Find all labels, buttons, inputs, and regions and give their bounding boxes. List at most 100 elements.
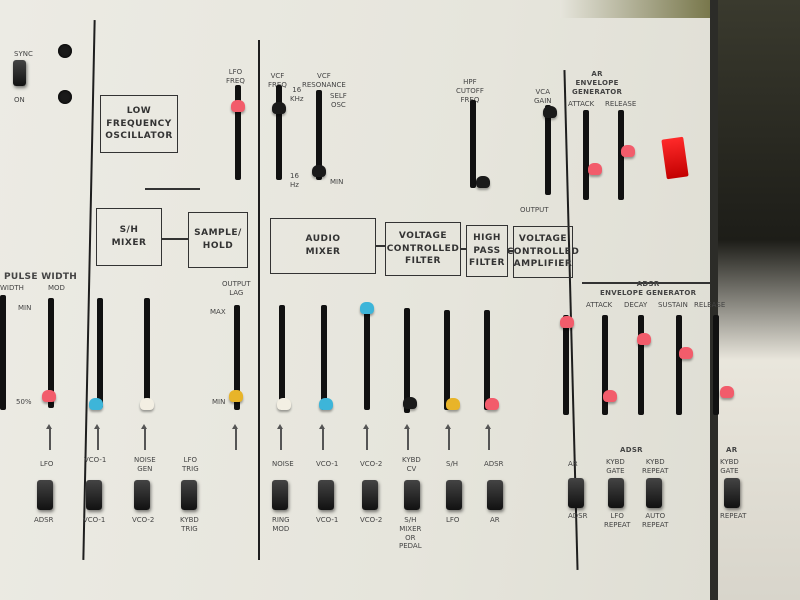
ar-gen-label: AR ENVELOPE GENERATOR (572, 70, 623, 96)
vcf-adsr-slider[interactable] (484, 310, 490, 410)
switch-vco1[interactable] (86, 480, 102, 510)
switch-vco1-mix[interactable] (318, 480, 334, 510)
lag-slider[interactable] (234, 305, 240, 410)
vcf-kybd-knob[interactable] (403, 397, 417, 409)
vcf-res-slider[interactable] (316, 90, 322, 180)
max-label: MAX (210, 308, 226, 316)
mix-vco2-slider[interactable] (364, 305, 370, 410)
s13-top-label: KYBD REPEAT (642, 458, 669, 475)
adsr-sustain-slider[interactable] (676, 315, 682, 415)
fifty-label: 50% (16, 398, 32, 406)
adsr-decay-label: DECAY (624, 301, 648, 309)
arrow-3 (141, 424, 147, 450)
s1-top-label: LFO (40, 460, 54, 468)
hpf-box: HIGH PASS FILTER (466, 225, 508, 277)
vcf-kybd-slider[interactable] (404, 308, 410, 413)
min-res-label: MIN (330, 178, 344, 186)
hpf-cutoff-knob[interactable] (476, 176, 490, 188)
mix-noise-knob[interactable] (277, 398, 291, 410)
jack-1[interactable] (58, 44, 72, 58)
vca-gain-knob[interactable] (543, 106, 557, 118)
switch-vco2-mix[interactable] (362, 480, 378, 510)
sh-vco1-knob[interactable] (89, 398, 103, 410)
mix-vco2-knob[interactable] (360, 302, 374, 314)
arrow-1 (46, 424, 52, 450)
ar-release-knob[interactable] (621, 145, 635, 157)
switch-ar-adsr[interactable] (568, 478, 584, 508)
lag-knob[interactable] (229, 390, 243, 402)
vcf-sh-slider[interactable] (444, 310, 450, 410)
lfo-freq-label: LFO FREQ (226, 68, 245, 85)
s7-bot-label: VCO-2 (360, 516, 383, 524)
adsr-release-knob[interactable] (720, 386, 734, 398)
sh-vco1-slider[interactable] (97, 298, 103, 408)
vcf-freq-label: VCF FREQ (268, 72, 287, 89)
sample-hold-box: SAMPLE/ HOLD (188, 212, 248, 268)
on-label: ON (14, 96, 25, 104)
panel-edge (710, 0, 718, 600)
s6-bot-label: VCO-1 (316, 516, 339, 524)
switch-noise-vco2[interactable] (134, 480, 150, 510)
adsr-bracket (582, 282, 710, 284)
s8-top-label: KYBD CV (402, 456, 421, 473)
s10-top-label: ADSR (484, 460, 504, 468)
connector-3 (461, 248, 466, 250)
vcf-res-knob[interactable] (312, 165, 326, 177)
connector-4 (508, 250, 513, 252)
pw-width-slider[interactable] (0, 295, 6, 410)
switch-kybd-gate[interactable] (608, 478, 624, 508)
adsr-decay-knob[interactable] (637, 333, 651, 345)
divider-2 (258, 40, 260, 560)
switch-lfo-adsr[interactable] (37, 480, 53, 510)
vca-gain-slider[interactable] (545, 105, 551, 195)
switch-sh-lfo[interactable] (446, 480, 462, 510)
hpf-cutoff-slider[interactable] (470, 100, 476, 188)
s6-top-label: VCO-1 (316, 460, 339, 468)
vcf-freq-slider[interactable] (276, 85, 282, 180)
adsr-attack-knob[interactable] (603, 390, 617, 402)
vca-env-slider[interactable] (563, 315, 569, 415)
sync-switch[interactable] (13, 60, 26, 86)
arrow-6 (319, 424, 325, 450)
vcf-box: VOLTAGE CONTROLLED FILTER (385, 222, 461, 276)
adsr-release-slider[interactable] (713, 315, 719, 415)
switch-ar-gate[interactable] (724, 478, 740, 508)
sh-noise-knob[interactable] (140, 398, 154, 410)
mod-label: MOD (48, 284, 65, 292)
adsr-sustain-knob[interactable] (679, 347, 693, 359)
switch-trig[interactable] (181, 480, 197, 510)
vca-env-knob[interactable] (560, 316, 574, 328)
vcf-freq-knob[interactable] (272, 102, 286, 114)
switch-adsr-ar[interactable] (487, 480, 503, 510)
jack-2[interactable] (58, 90, 72, 104)
lfo-freq-slider[interactable] (235, 85, 241, 180)
min-label: MIN (18, 304, 32, 312)
s1-bot-label: ADSR (34, 516, 54, 524)
pw-mod-knob[interactable] (42, 390, 56, 402)
vcf-adsr-knob[interactable] (485, 398, 499, 410)
vca-box: VOLTAGE CONTROLLED AMPLIFIER (507, 226, 579, 278)
adsr-sustain-label: SUSTAIN (658, 301, 688, 309)
width-label: WIDTH (0, 284, 24, 292)
output-lag-label: OUTPUT LAG (222, 280, 251, 297)
switch-noise-ring[interactable] (272, 480, 288, 510)
s14-bot-label: REPEAT (720, 512, 747, 520)
adsr-attack-slider[interactable] (602, 315, 608, 415)
mix-vco1-slider[interactable] (321, 305, 327, 410)
s5-bot-label: RING MOD (272, 516, 290, 533)
pw-mod-slider[interactable] (48, 298, 54, 408)
mix-vco1-knob[interactable] (319, 398, 333, 410)
audio-mixer-box: AUDIO MIXER (270, 218, 376, 274)
ar-attack-knob[interactable] (588, 163, 602, 175)
switch-kybd-cv[interactable] (404, 480, 420, 510)
vcf-sh-knob[interactable] (446, 398, 460, 410)
switch-kybd-repeat[interactable] (646, 478, 662, 508)
ar-attack-slider[interactable] (583, 110, 589, 200)
khz16-label: 16 KHz (290, 86, 304, 103)
pulse-width-label: PULSE WIDTH (4, 272, 78, 282)
adsr-decay-slider[interactable] (638, 315, 644, 415)
sh-noise-slider[interactable] (144, 298, 150, 408)
lfo-freq-knob[interactable] (231, 100, 245, 112)
mix-noise-slider[interactable] (279, 305, 285, 410)
s14-top-label: KYBD GATE (720, 458, 739, 475)
